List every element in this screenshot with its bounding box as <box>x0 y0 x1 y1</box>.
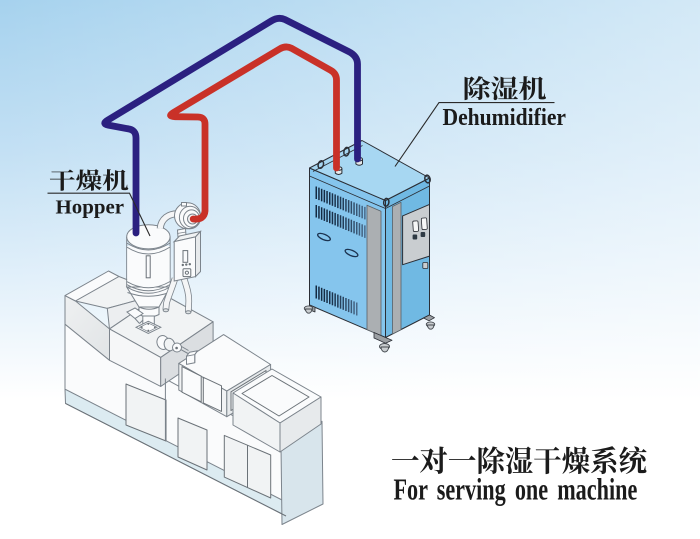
svg-text:Hopper: Hopper <box>56 197 125 219</box>
svg-text:For serving one machine: For serving one machine <box>394 472 638 506</box>
svg-text:Dehumidifier: Dehumidifier <box>443 105 567 131</box>
